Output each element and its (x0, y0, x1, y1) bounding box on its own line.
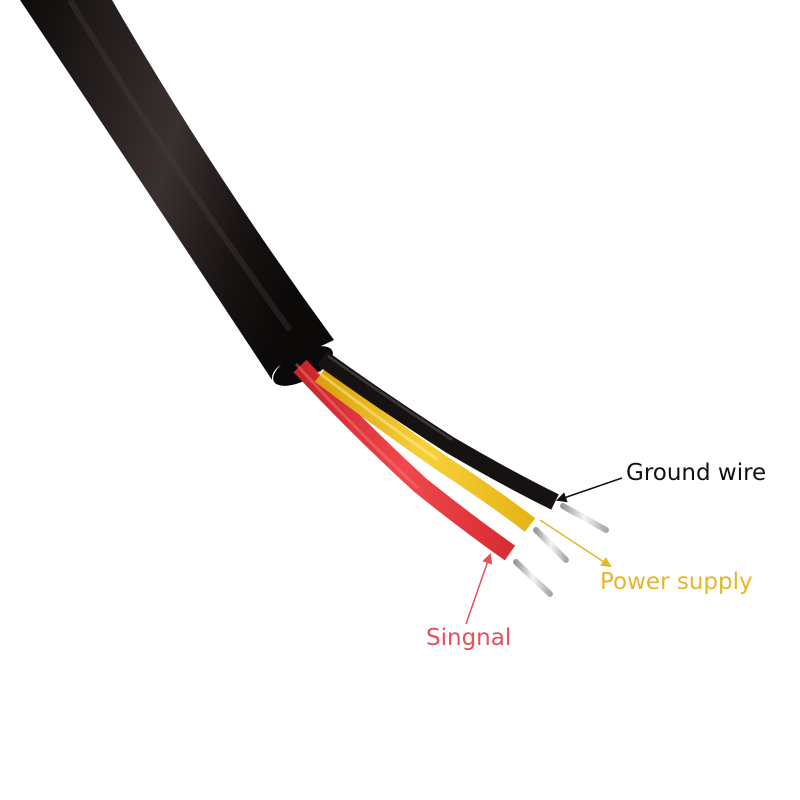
power-conductor (533, 527, 569, 563)
arrow-icon (465, 553, 493, 625)
power-supply-label: Power supply (600, 569, 753, 595)
arrow-icon (556, 477, 623, 503)
ground-wire (317, 351, 609, 533)
signal-conductor (513, 559, 553, 597)
ground-wire-label: Ground wire (626, 460, 767, 486)
cable-jacket (20, 0, 334, 386)
signal-label: Singnal (426, 625, 512, 651)
arrow-icon (539, 519, 612, 568)
power-wire (314, 368, 569, 563)
ground-conductor (560, 503, 609, 533)
signal-wire (293, 359, 553, 597)
